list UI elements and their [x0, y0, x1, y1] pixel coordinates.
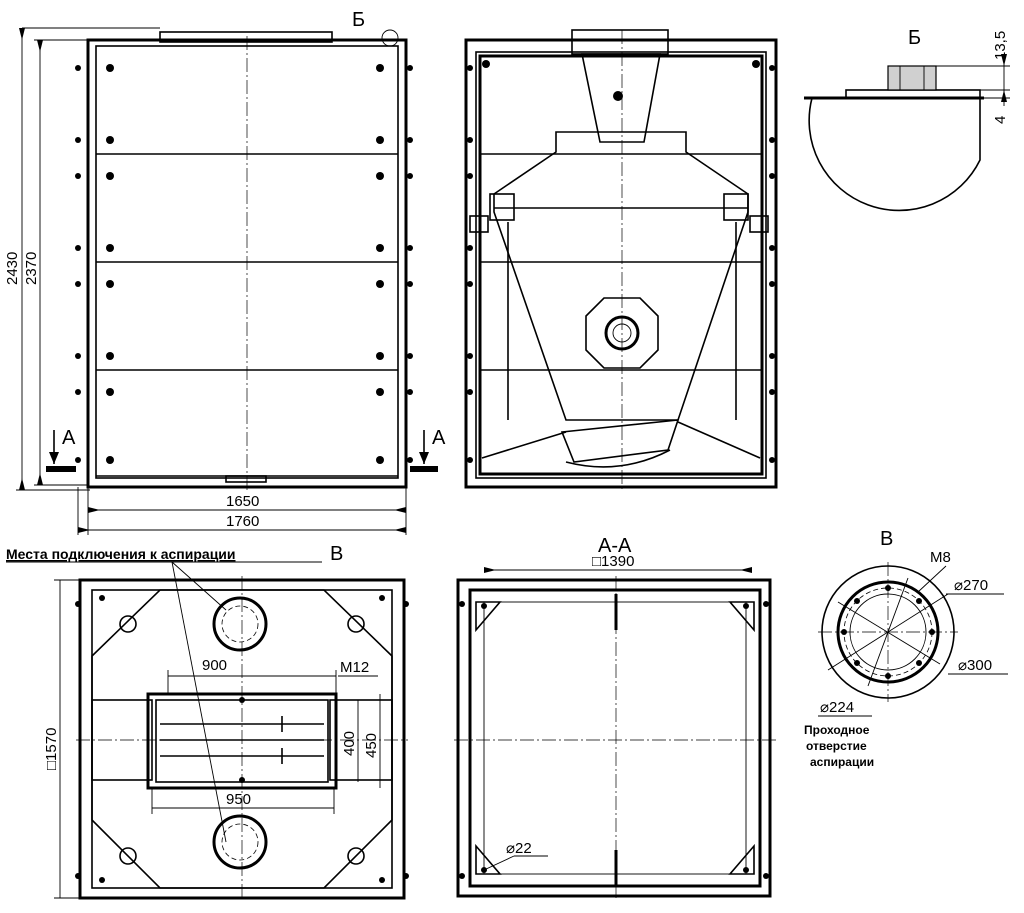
- section-a-right: А: [432, 427, 446, 449]
- dim-window-400: 400: [341, 731, 358, 756]
- thread-m12: M12: [340, 659, 369, 676]
- dim-width-inner: 1650: [226, 493, 259, 510]
- dim-height-total: 2430: [4, 252, 21, 285]
- dim-plan-side: □1570: [43, 728, 60, 770]
- dim-width-outer: 1760: [226, 513, 259, 530]
- dim-height-body: 2370: [23, 252, 40, 285]
- dim-window-450: 450: [363, 733, 380, 758]
- section-a-left: А: [62, 427, 76, 449]
- passage-note-1: Проходное: [804, 723, 870, 737]
- view-b-marker: Б: [352, 9, 365, 31]
- view-v-title: В: [880, 528, 893, 550]
- dim-detail-4: 4: [992, 116, 1009, 124]
- view-v-marker: В: [330, 543, 343, 565]
- flange-m8: M8: [930, 549, 951, 566]
- aspiration-points-note: Места подключения к аспирации: [6, 546, 236, 562]
- flange-d300: ⌀300: [958, 657, 992, 674]
- section-title: А-А: [598, 535, 632, 557]
- section-aa: А-А □1390 ⌀22: [454, 535, 776, 900]
- hole-d22: ⌀22: [506, 840, 532, 857]
- dim-window-950: 950: [226, 791, 251, 808]
- dim-detail-13-5: 13,5: [992, 31, 1009, 60]
- dim-section-side: □1390: [592, 553, 634, 570]
- front-view: Б А А 2430 2370 1650 1760: [4, 9, 446, 535]
- view-b-title: Б: [908, 27, 921, 49]
- detail-b: Б 13,5 4: [804, 27, 1010, 212]
- passage-note-2: отверстие: [806, 739, 867, 753]
- view-v: В M8 ⌀270 ⌀300 ⌀224 Проходное отверстие …: [804, 528, 1008, 769]
- flange-d224: ⌀224: [820, 699, 854, 716]
- plan-view: Места подключения к аспирации В: [6, 543, 409, 900]
- passage-note-3: аспирации: [810, 755, 874, 769]
- dim-window-900: 900: [202, 657, 227, 674]
- flange-d270: ⌀270: [954, 577, 988, 594]
- internal-view: [464, 29, 778, 490]
